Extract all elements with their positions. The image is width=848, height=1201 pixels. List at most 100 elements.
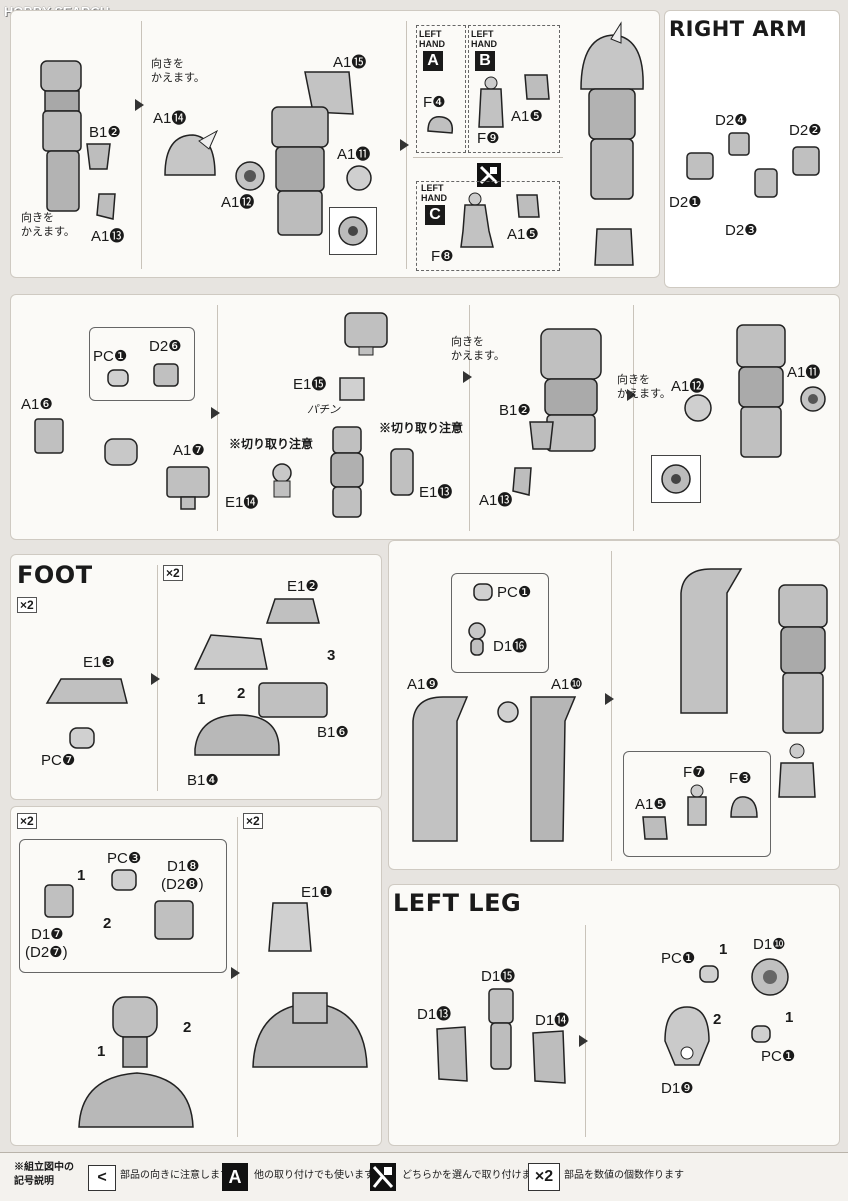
d2-1-part <box>686 152 714 180</box>
divider <box>611 551 612 861</box>
d2-2-part <box>792 146 820 176</box>
symbol-legend: ※組立図中の 記号説明 < 部品の向きに注意します A 他の取り付けでも使います… <box>0 1152 848 1201</box>
callout-box <box>451 573 549 673</box>
part-label-e1-14: E1⓮ <box>225 494 259 511</box>
note-cut-caution: ※切り取り注意 <box>379 421 464 435</box>
part-label-d2-3: D2❸ <box>725 222 758 239</box>
divider <box>585 925 586 1137</box>
left-hand-label: LEFT HAND <box>419 29 445 49</box>
part-label-a1-12: A1⓬ <box>221 194 255 211</box>
wrist-part <box>778 743 816 798</box>
legend-choose-text: どちらかを選んで取り付けます <box>402 1170 542 1181</box>
part-label-f7: F❼ <box>683 764 706 781</box>
a1-15-part <box>304 71 354 115</box>
lower-arm-part <box>540 328 602 452</box>
pc3-part <box>111 869 137 891</box>
step-number: 2 <box>103 915 112 932</box>
left-hand-c-box <box>416 181 560 271</box>
part-label-a1-5: A1❺ <box>635 796 667 813</box>
step-arrow <box>151 673 160 685</box>
step-arrow <box>605 693 614 705</box>
pc1-part <box>107 369 129 387</box>
joint-part <box>104 438 138 466</box>
forearm-part <box>736 324 786 458</box>
e1-14-part <box>272 463 292 498</box>
e1-1-part <box>268 902 312 952</box>
legend-count-icon: ×2 <box>528 1163 560 1191</box>
left-hand-label: LEFT HAND <box>471 29 497 49</box>
part-label-d2-6: D2❻ <box>149 338 182 355</box>
step-arrow <box>231 967 240 979</box>
part-label-a1-14: A1⓮ <box>153 110 187 127</box>
section-title-right-arm: RIGHT ARM <box>669 17 808 41</box>
part-label-a1-13: A1⓭ <box>479 492 513 509</box>
multiplier-x2: ×2 <box>17 813 37 829</box>
note-click: パチン <box>307 404 340 416</box>
a1-7-part <box>166 466 210 510</box>
divider <box>141 21 142 269</box>
b1-4-part <box>194 714 280 756</box>
choose-one-icon <box>477 163 501 187</box>
part-label-a1-6: A1❻ <box>21 396 53 413</box>
part-label-a1-7: A1❼ <box>173 442 205 459</box>
legend-count-text: 部品を数値の個数作ります <box>564 1170 684 1181</box>
part-label-b1-2: B1❷ <box>89 124 121 141</box>
section-title-left-leg: LEFT LEG <box>393 889 522 917</box>
divider <box>469 305 470 531</box>
part-label-e1-2: E1❷ <box>287 578 319 595</box>
part-label-f8: F❽ <box>431 248 454 265</box>
note-change-direction: 向きを かえます。 <box>451 336 505 362</box>
pc1-part-lower <box>751 1025 771 1043</box>
step-number: 1 <box>97 1043 106 1060</box>
note-change-direction: 向きを かえます。 <box>617 374 671 400</box>
a1-10-part <box>530 696 577 842</box>
hand-c-badge: C <box>425 205 445 225</box>
a1-12-part <box>684 394 712 422</box>
foot-base-part <box>78 1072 194 1128</box>
note-change-direction: 向きを かえます。 <box>151 58 205 84</box>
d2-6-part <box>153 363 179 387</box>
panel-knee-assembly: PC❶ D2❻ A1❻ A1❼ E1⓯ パチン ※切り取り注意 ※切り取り注意 … <box>10 294 840 540</box>
part-label-e1-13: E1⓭ <box>419 484 453 501</box>
b1-6-part <box>258 682 328 718</box>
knee-mid-part <box>330 426 364 518</box>
part-label-d1-10: D1❿ <box>753 936 786 953</box>
part-label-a1-10: A1❿ <box>551 676 583 693</box>
legend-direction-icon: < <box>88 1165 116 1191</box>
legend-choose-icon <box>370 1163 396 1191</box>
divider <box>413 157 563 158</box>
f8-part <box>460 192 494 248</box>
legend-title: ※組立図中の 記号説明 <box>14 1162 74 1187</box>
f9-part <box>478 76 504 128</box>
detail-callout <box>329 207 377 255</box>
note-cut-caution: ※切り取り注意 <box>229 437 314 451</box>
f7-part <box>687 784 707 826</box>
d2-3-part <box>754 168 778 198</box>
a1-11-part <box>346 165 372 191</box>
part-label-d1-14: D1⓮ <box>535 1012 570 1029</box>
a1-5-part-alt <box>516 194 540 218</box>
part-label-d2-1: D2❶ <box>669 194 702 211</box>
f4-part <box>427 116 454 134</box>
e1-3-part <box>45 678 128 704</box>
part-label-a1-5: A1❺ <box>511 108 543 125</box>
detail-callout <box>651 455 701 503</box>
legend-other-text: 他の取り付けでも使います <box>254 1170 374 1181</box>
e1-13-part <box>390 448 414 496</box>
callout-box <box>89 327 195 401</box>
foot-top-part <box>193 634 268 670</box>
part-label-d2-8: (D2❽) <box>161 876 204 893</box>
panel-ankle: ×2 PC❸ D1❽ (D2❽) D1❼ (D2❼) 1 2 1 2 ×2 E1… <box>10 806 382 1146</box>
step-number: 1 <box>785 1009 794 1026</box>
part-label-e1-15: E1⓯ <box>293 376 327 393</box>
hand-a-badge: A <box>423 51 443 71</box>
a1-5-part <box>642 816 668 840</box>
section-title-foot: FOOT <box>17 561 93 589</box>
a1-13-part <box>512 467 532 496</box>
d1-15-part <box>488 988 514 1070</box>
d1-14-part <box>532 1030 566 1084</box>
part-label-b1-4: B1❹ <box>187 772 219 789</box>
part-label-d1-9: D1❾ <box>661 1080 694 1097</box>
part-label-f9: F❾ <box>477 130 500 147</box>
hand-b-badge: B <box>475 51 495 71</box>
